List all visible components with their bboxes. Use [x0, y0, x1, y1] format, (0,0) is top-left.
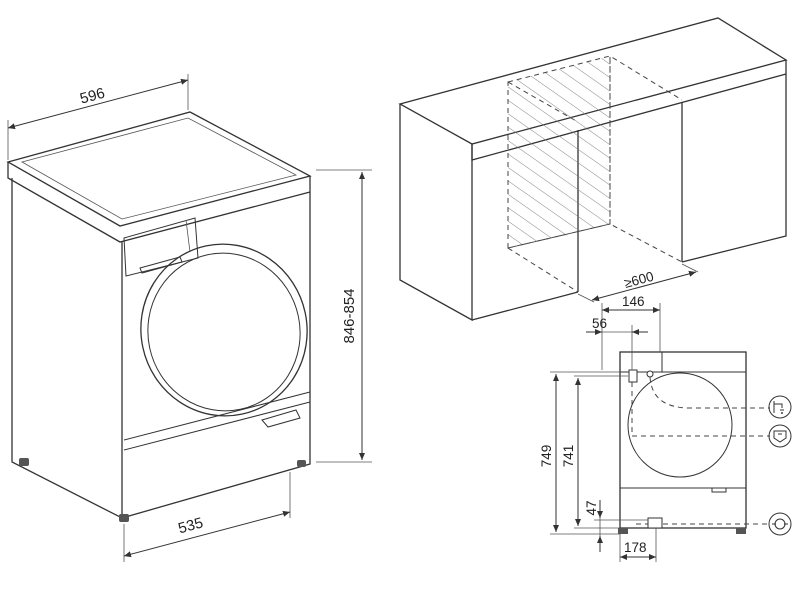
offset-56-dimension: 56	[586, 316, 648, 370]
height-749-label: 749	[539, 445, 554, 468]
niche-countertop-view	[398, 17, 788, 322]
height-47-label: 47	[584, 500, 599, 515]
power-plug-icon	[768, 512, 792, 536]
offset-146-dimension: 146	[601, 294, 661, 370]
drain-icon	[768, 424, 792, 448]
offset-56-label: 56	[592, 316, 607, 331]
height-741-label: 741	[561, 445, 576, 468]
height-label: 846-854	[341, 288, 358, 343]
water-tap-icon	[768, 395, 792, 419]
width-dimension: 596	[7, 74, 189, 160]
offset-178-dimension: 178	[619, 528, 657, 562]
niche-depth-label: ≥600	[622, 269, 655, 291]
height-749-dimension: 749	[539, 371, 620, 535]
height-741-dimension: 741	[561, 375, 628, 529]
rear-view	[618, 351, 770, 534]
height-47-dimension: 47	[584, 500, 648, 552]
offset-146-label: 146	[622, 294, 645, 309]
niche-depth-dimension: ≥600	[577, 263, 699, 303]
height-dimension: 846-854	[316, 169, 372, 463]
offset-178-label: 178	[624, 540, 647, 555]
width-label: 596	[78, 85, 107, 108]
depth-label: 535	[176, 514, 205, 537]
dryer-perspective-view	[6, 111, 312, 522]
depth-dimension: 535	[123, 472, 291, 562]
